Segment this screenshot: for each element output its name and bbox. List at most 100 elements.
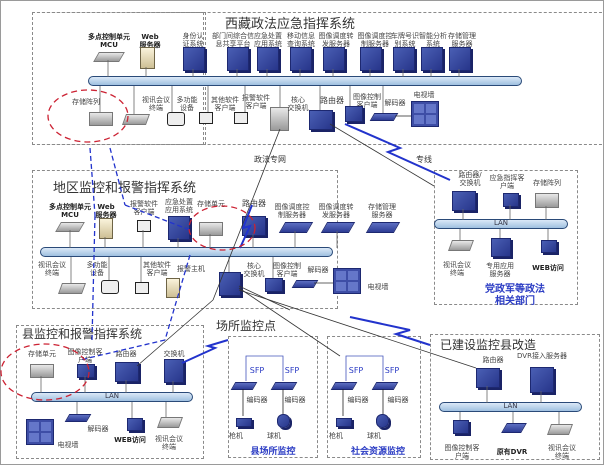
- prov-auth-label: 身份认 证系统: [182, 32, 204, 48]
- reg-alarm-host-label: 报警主机: [177, 265, 205, 273]
- prov-storage-label: 存储阵列: [72, 98, 100, 106]
- client-terminal-icon: [345, 106, 363, 122]
- lan-label: LAN: [104, 392, 120, 400]
- prov-plate-label: 车牌号识 别系统: [391, 32, 419, 48]
- pc-icon: [135, 282, 149, 294]
- alarm-host-icon: [166, 278, 180, 298]
- provincial-bus: [88, 76, 522, 86]
- storage-unit-icon: [30, 364, 54, 378]
- router-switch-icon: [452, 191, 476, 211]
- reg-emergency-label: 应急处置 应用系统: [165, 198, 193, 214]
- switch-icon: [164, 359, 184, 383]
- storage-array-icon: [535, 193, 559, 208]
- lan-label: LAN: [493, 219, 509, 227]
- regional-zone-visible: [32, 170, 338, 309]
- site1-encoder-1: 编码器: [246, 396, 268, 404]
- party-caption: 党政军等政法 相关部门: [485, 284, 545, 307]
- router-icon: [309, 110, 333, 130]
- legacy-lan-bus: LAN: [439, 402, 582, 412]
- prov-core-switch-label: 核心 交换机: [287, 96, 309, 112]
- reg-core-switch-label: 核心 交换机: [243, 262, 265, 278]
- emergency-app-icon: [168, 216, 190, 240]
- site-county-zone: [228, 336, 318, 458]
- prov-tv-wall-label: 电视墙: [413, 91, 435, 99]
- site1-sfp-1: SFP: [249, 366, 265, 375]
- client-terminal-icon: [265, 278, 283, 292]
- prov-alarm-client-label: 报警软件 客户端: [242, 94, 270, 110]
- reg-storage-unit-label: 存储单元: [197, 200, 225, 208]
- storage-unit-icon: [199, 222, 223, 236]
- pc-icon: [137, 220, 151, 232]
- reg-router-label: 路由器: [242, 199, 266, 208]
- legacy-zone-visible: [430, 334, 600, 460]
- laptop-icon: [541, 240, 557, 253]
- party-command-client-label: 应急指挥客 户端: [489, 174, 525, 190]
- prov-share-label: 部门间综合信 息共享平台: [212, 32, 254, 48]
- county-web-label: WEB访问: [114, 436, 146, 444]
- site2-caption: 社会资源监控: [350, 447, 405, 457]
- county-storage-label: 存储单元: [28, 350, 56, 358]
- site2-sfp-1: SFP: [348, 366, 364, 375]
- sites-title: 场所监控点: [216, 319, 277, 333]
- site-social-zone: [327, 336, 421, 458]
- pc-icon: [234, 112, 248, 124]
- prov-decoder-label: 解码器: [384, 99, 406, 107]
- site2-camera-1: 枪机: [329, 432, 343, 440]
- legacy-video-label: 视讯会议 终端: [548, 444, 576, 460]
- prov-emergency-label: 应急处置 应用系统: [254, 32, 282, 48]
- legacy-dvr-label: 原有DVR: [496, 448, 528, 456]
- client-terminal-icon: [77, 364, 95, 378]
- reg-mcu-label: 多点控制单元 MCU: [49, 203, 91, 219]
- county-router-label: 路由器: [115, 350, 137, 358]
- lan-label: LAN: [503, 402, 518, 410]
- site1-encoder-2: 编码器: [284, 396, 306, 404]
- control-server-icon: [360, 47, 382, 71]
- prov-control-label: 图像调度控 制服务器: [357, 32, 393, 48]
- provincial-title: 西藏政法应急指挥系统: [225, 17, 356, 32]
- web-server-icon: [140, 47, 155, 69]
- party-zone-visible: [434, 170, 578, 305]
- prov-video-label: 视讯会议 终端: [142, 96, 170, 112]
- network-label: 政法专网: [254, 155, 286, 164]
- site2-sfp-2: SFP: [384, 366, 400, 375]
- legacy-img-client-label: 图像控制客 户端: [444, 444, 480, 460]
- emergency-app-icon: [257, 47, 279, 71]
- prov-forward-label: 图像调度转 发服务器: [318, 32, 354, 48]
- party-lan-bus: LAN: [434, 219, 568, 229]
- party-storage-label: 存储阵列: [533, 179, 561, 187]
- site2-camera-2: 球机: [367, 432, 381, 440]
- prov-storage-mgmt-label: 存储管理 服务器: [448, 32, 476, 48]
- bullet-camera-icon: [336, 418, 352, 427]
- tv-wall-icon: [333, 268, 361, 294]
- site2-encoder-2: 编码器: [387, 396, 409, 404]
- tv-wall-icon: [411, 101, 439, 127]
- client-terminal-icon: [453, 420, 469, 434]
- plate-recognition-icon: [393, 47, 415, 71]
- party-video-label: 视讯会议 终端: [443, 261, 471, 277]
- party-web-label: WEB访问: [532, 264, 564, 272]
- prov-multifunction-label: 多功能 设备: [176, 96, 198, 112]
- site1-caption: 县场所监控: [250, 447, 296, 457]
- smart-analysis-icon: [421, 47, 443, 71]
- dvr-server-icon: [530, 367, 554, 393]
- reg-multifunction-label: 多功能 设备: [86, 261, 108, 277]
- legacy-title: 已建设监控县改造: [440, 338, 537, 352]
- county-video-label: 视讯会议 终端: [155, 435, 183, 451]
- legacy-router-label: 路由器: [482, 356, 504, 364]
- prov-analysis-label: 智能分析 系统: [419, 32, 447, 48]
- web-server-icon: [99, 218, 113, 239]
- dome-camera-icon: [277, 414, 290, 428]
- reg-video-label: 视讯会议 终端: [38, 261, 66, 277]
- reg-storage-mgmt-label: 存储管理 服务器: [368, 203, 396, 219]
- reg-other-client-label: 其他软件 客户端: [143, 261, 171, 277]
- reg-web-label: Web 服务器: [95, 203, 117, 219]
- pc-icon: [199, 112, 213, 124]
- site1-sfp-2: SFP: [284, 366, 300, 375]
- storage-array-icon: [89, 112, 113, 126]
- router-icon: [476, 368, 500, 388]
- county-zone-visible: [16, 325, 204, 459]
- site1-camera-2: 球机: [267, 432, 281, 440]
- tv-wall-icon: [26, 419, 54, 445]
- printer-icon: [167, 112, 185, 126]
- laptop-icon: [127, 418, 143, 431]
